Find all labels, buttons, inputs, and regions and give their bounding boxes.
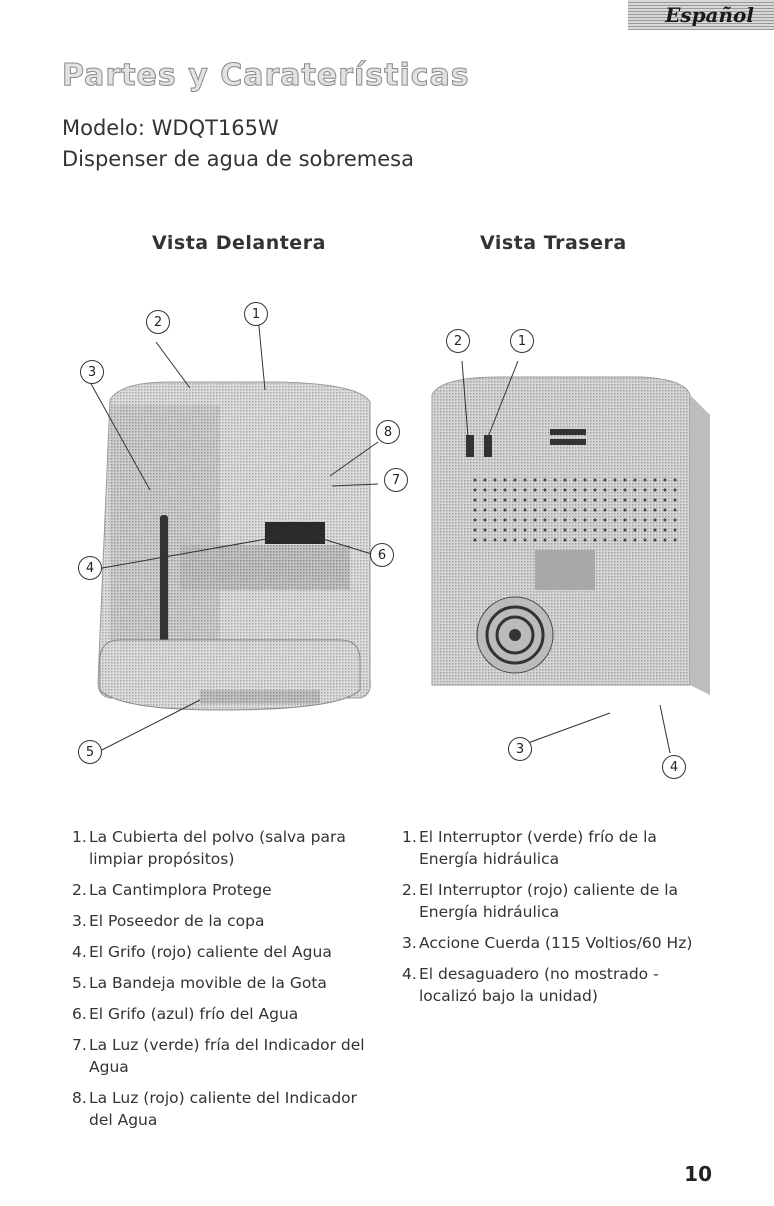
item-text: La Cantimplora Protege (89, 881, 272, 899)
model-number: Modelo: WDQT165W (62, 116, 279, 140)
rear-callout-4: 4 (662, 755, 686, 779)
list-item: 1.La Cubierta del polvo (salva para limp… (72, 826, 382, 870)
water-dispenser-front-image (89, 315, 379, 753)
item-number: 2. (72, 881, 87, 899)
front-callout-5: 5 (78, 740, 102, 764)
front-parts-list: 1.La Cubierta del polvo (salva para limp… (72, 826, 382, 1140)
item-number: 6. (72, 1005, 87, 1023)
list-item: 5.La Bandeja movible de la Gota (72, 972, 382, 994)
item-text: El Poseedor de la copa (89, 912, 265, 930)
front-callout-6: 6 (370, 543, 394, 567)
page-title: Partes y Caraterísticas (62, 58, 470, 94)
list-item: 2.El Interruptor (rojo) caliente de la E… (402, 879, 702, 923)
front-callout-2: 2 (146, 310, 170, 334)
item-number: 7. (72, 1036, 87, 1054)
item-text: El Interruptor (rojo) caliente de la Ene… (419, 881, 678, 921)
list-item: 1.El Interruptor (verde) frío de la Ener… (402, 826, 702, 870)
list-item: 4.El desaguadero (no mostrado - localizó… (402, 963, 702, 1007)
front-view-heading: Vista Delantera (152, 232, 326, 254)
item-text: La Luz (rojo) caliente del Indicador del… (89, 1089, 358, 1129)
rear-view-illustration: 1 2 3 4 (410, 315, 730, 790)
item-number: 5. (72, 974, 87, 992)
item-text: El Grifo (azul) frío del Agua (89, 1005, 299, 1023)
item-text: El Interruptor (verde) frío de la Energí… (419, 828, 657, 868)
item-number: 4. (402, 965, 417, 983)
front-callout-3: 3 (80, 360, 104, 384)
front-callout-8: 8 (376, 420, 400, 444)
language-tab: Español (628, 0, 774, 30)
list-item: 3.El Poseedor de la copa (72, 910, 382, 932)
item-text: Accione Cuerda (115 Voltios/60 Hz) (419, 934, 693, 952)
item-number: 4. (72, 943, 87, 961)
item-number: 2. (402, 881, 417, 899)
list-item: 6.El Grifo (azul) frío del Agua (72, 1003, 382, 1025)
list-item: 7.La Luz (verde) fría del Indicador del … (72, 1034, 382, 1078)
list-item: 4.El Grifo (rojo) caliente del Agua (72, 941, 382, 963)
item-number: 1. (402, 828, 417, 846)
product-subtitle: Dispenser de agua de sobremesa (62, 147, 414, 171)
item-number: 1. (72, 828, 87, 846)
item-number: 8. (72, 1089, 87, 1107)
water-dispenser-rear-image (431, 360, 710, 754)
list-item: 3.Accione Cuerda (115 Voltios/60 Hz) (402, 932, 702, 954)
list-item: 2.La Cantimplora Protege (72, 879, 382, 901)
list-item: 8.La Luz (rojo) caliente del Indicador d… (72, 1087, 382, 1131)
rear-callout-3: 3 (508, 737, 532, 761)
page-number: 10 (684, 1162, 712, 1186)
rear-parts-list: 1.El Interruptor (verde) frío de la Ener… (402, 826, 702, 1016)
item-text: El desaguadero (no mostrado - localizó b… (419, 965, 659, 1005)
item-text: La Bandeja movible de la Gota (89, 974, 327, 992)
item-text: El Grifo (rojo) caliente del Agua (89, 943, 332, 961)
front-callout-4: 4 (78, 556, 102, 580)
item-number: 3. (72, 912, 87, 930)
item-text: La Luz (verde) fría del Indicador del Ag… (89, 1036, 365, 1076)
rear-callout-2: 2 (446, 329, 470, 353)
front-callout-7: 7 (384, 468, 408, 492)
front-callout-1: 1 (244, 302, 268, 326)
item-number: 3. (402, 934, 417, 952)
front-view-illustration: 1 2 3 4 5 6 7 8 (60, 290, 420, 780)
item-text: La Cubierta del polvo (salva para limpia… (89, 828, 346, 868)
rear-callout-1: 1 (510, 329, 534, 353)
rear-view-heading: Vista Trasera (480, 232, 627, 254)
